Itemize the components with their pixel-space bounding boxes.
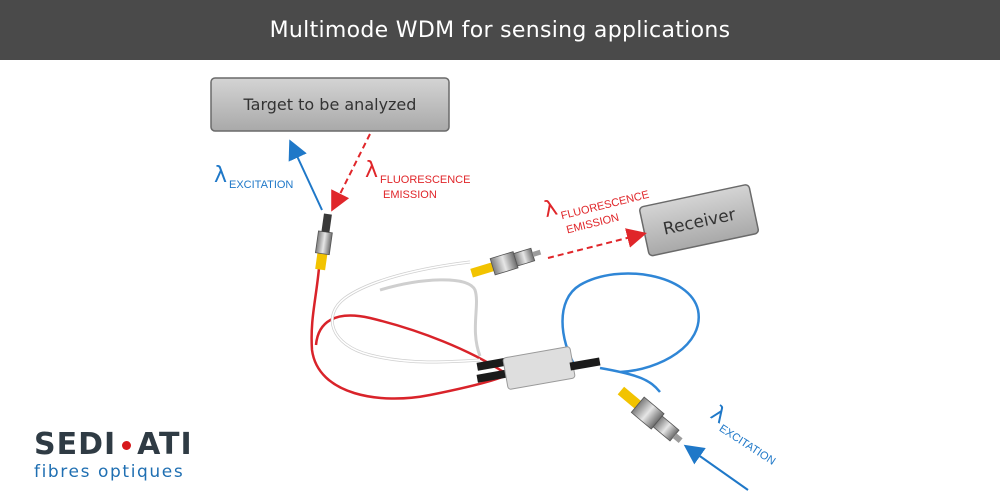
connector-excitation xyxy=(617,386,683,444)
page-title: Multimode WDM for sensing applications xyxy=(0,0,1000,60)
receiver-box: Receiver xyxy=(639,184,760,257)
svg-text:EMISSION: EMISSION xyxy=(383,189,437,201)
logo-dot-icon xyxy=(122,440,132,450)
svg-text:λ: λ xyxy=(214,163,227,188)
svg-text:EXCITATION: EXCITATION xyxy=(717,423,778,468)
blue-fiber xyxy=(561,272,700,393)
excitation-arrow-in xyxy=(683,444,749,491)
red-fiber xyxy=(310,267,506,400)
wdm-coupler xyxy=(476,346,601,390)
svg-text:λ: λ xyxy=(541,196,560,223)
svg-text:EXCITATION: EXCITATION xyxy=(229,179,293,191)
logo-wordmark: SEDI ATI xyxy=(34,427,193,462)
svg-text:FLUORESCENCE: FLUORESCENCE xyxy=(380,174,470,186)
connector-target xyxy=(314,213,333,271)
label-fluorescence-in: λ FLUORESCENCE EMISSION xyxy=(365,158,470,201)
excitation-arrow-out xyxy=(288,139,323,211)
label-excitation-out: λ EXCITATION xyxy=(214,163,293,191)
label-fluorescence-out: λ FLUORESCENCE EMISSION xyxy=(541,189,650,237)
logo-subtitle: fibres optiques xyxy=(34,462,185,482)
target-box: Target to be analyzed xyxy=(210,77,450,132)
company-logo: SEDI ATI fibres optiques xyxy=(34,427,193,483)
fluorescence-arrow-in xyxy=(331,133,371,212)
svg-text:λ: λ xyxy=(365,158,378,183)
fluorescence-arrow-out xyxy=(547,228,647,259)
connector-receiver xyxy=(470,247,542,278)
target-box-label: Target to be analyzed xyxy=(243,95,417,114)
label-excitation-in: λ EXCITATION xyxy=(706,401,778,468)
